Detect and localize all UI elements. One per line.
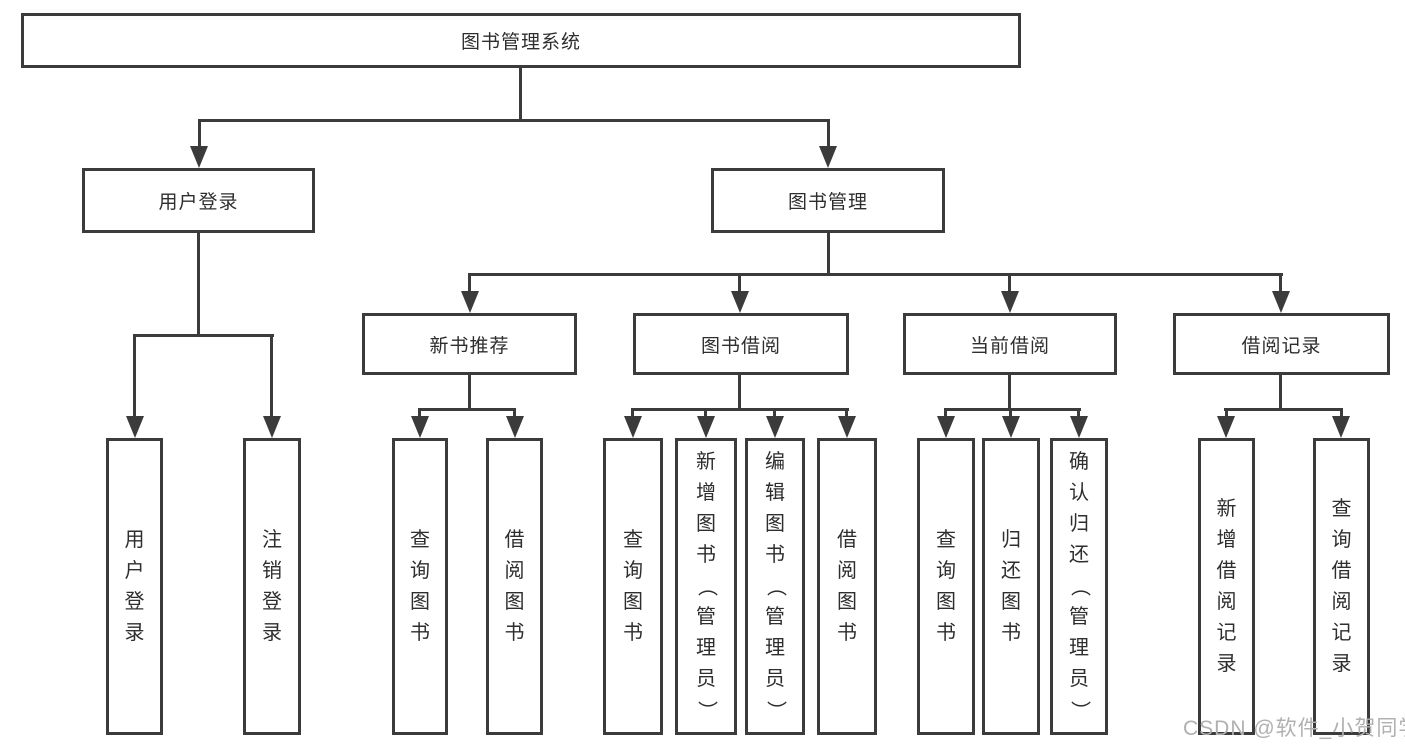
connector-stem [418,408,421,420]
node-label: 用户登录 [158,192,239,213]
arrowhead-down-icon [697,416,715,438]
leaf-label: 查询图书 [623,528,643,644]
connector-stem [1077,408,1080,420]
leaf-label: 借阅图书 [837,528,857,644]
connector-group-split [418,408,516,411]
connector-stem [704,408,707,420]
arrowhead-down-icon [1217,416,1235,438]
leaf-label: 借阅图书 [504,528,525,644]
node-label: 图书管理系统 [460,32,581,53]
arrowhead-down-icon [411,416,429,438]
connector-group-trunk [468,373,471,411]
connector-stem [1008,273,1011,295]
arrowhead-down-icon [731,291,749,313]
connector-stem [738,273,741,295]
connector-user-login-trunk [197,231,200,336]
leaf-query-books-current: 查询图书 [917,438,975,735]
leaf-query-books-recommend: 查询图书 [392,438,448,735]
connector-stem [631,408,634,420]
connector-stem [133,334,136,417]
node-label: 当前借阅 [969,335,1050,357]
leaf-label: 新增图书（管理员） [695,451,718,721]
arrowhead-down-icon [1272,291,1290,313]
leaf-label: 查询图书 [410,528,430,644]
arrowhead-down-icon [838,416,856,438]
connector-group-trunk [1279,373,1282,411]
leaf-borrow-books-recommend: 借阅图书 [486,438,543,735]
connector-stem [845,408,848,420]
leaf-confirm-return-admin: 确认归还（管理员） [1050,438,1108,735]
connector-stem [198,119,201,148]
connector-level2 [198,119,830,122]
arrowhead-down-icon [1001,291,1019,313]
arrowhead-down-icon [461,291,479,313]
connector-level3 [468,273,1283,276]
connector-group-trunk [1008,373,1011,411]
connector-stem [1225,408,1228,420]
connector-stem [1009,408,1012,420]
node-current-borrowing: 当前借阅 [903,313,1117,375]
node-borrowing-records: 借阅记录 [1173,313,1390,375]
connector-group-split [631,408,849,411]
connector-user-login-split [133,334,274,337]
leaf-label: 查询图书 [936,528,956,644]
leaf-label: 归还图书 [1001,528,1021,644]
watermark: CSDN @软件_小贺同学 [1183,717,1405,740]
leaf-label: 查询借阅记录 [1331,497,1352,675]
arrowhead-down-icon [819,146,837,168]
leaf-return-book: 归还图书 [982,438,1040,735]
arrowhead-down-icon [1002,416,1020,438]
leaf-query-borrow-record: 查询借阅记录 [1313,438,1370,735]
connector-stem [1279,273,1282,295]
arrowhead-down-icon [1332,416,1350,438]
leaf-add-borrow-record: 新增借阅记录 [1198,438,1255,735]
node-label: 图书借阅 [700,335,781,357]
arrowhead-down-icon [766,416,784,438]
connector-stem [513,408,516,420]
connector-stem [1340,408,1343,420]
connector-stem [944,408,947,420]
connector-root-trunk [519,66,522,119]
node-label: 图书管理 [787,192,868,213]
node-new-book-recommendation: 新书推荐 [362,313,577,375]
arrowhead-down-icon [624,416,642,438]
connector-group-split [1224,408,1343,411]
connector-stem [270,334,273,417]
leaf-label: 新增借阅记录 [1216,497,1237,675]
arrowhead-down-icon [263,416,281,438]
node-book-management-module: 图书管理 [711,168,945,233]
arrowhead-down-icon [937,416,955,438]
leaf-label: 编辑图书（管理员） [764,451,787,721]
node-user-login-module: 用户登录 [82,168,315,233]
node-label: 借阅记录 [1241,335,1322,357]
arrowhead-down-icon [190,146,208,168]
leaf-logout: 注销登录 [243,438,301,735]
node-library-management-system: 图书管理系统 [21,13,1021,68]
connector-group-split [944,408,1081,411]
node-book-borrowing: 图书借阅 [633,313,849,375]
connector-book-mgmt-trunk [827,231,830,276]
leaf-label: 注销登录 [262,528,282,644]
leaf-borrow-books-borrowing: 借阅图书 [817,438,877,735]
leaf-edit-book-admin: 编辑图书（管理员） [745,438,805,735]
arrowhead-down-icon [506,416,524,438]
connector-group-trunk [738,373,741,411]
arrowhead-down-icon [1070,416,1088,438]
leaf-query-books-borrowing: 查询图书 [603,438,663,735]
connector-stem [773,408,776,420]
connector-stem [827,119,830,148]
arrowhead-down-icon [126,416,144,438]
leaf-label: 用户登录 [124,528,145,644]
connector-stem [468,273,471,295]
leaf-label: 确认归还（管理员） [1068,451,1091,721]
leaf-add-book-admin: 新增图书（管理员） [675,438,737,735]
node-label: 新书推荐 [429,335,510,357]
leaf-user-login: 用户登录 [106,438,163,735]
